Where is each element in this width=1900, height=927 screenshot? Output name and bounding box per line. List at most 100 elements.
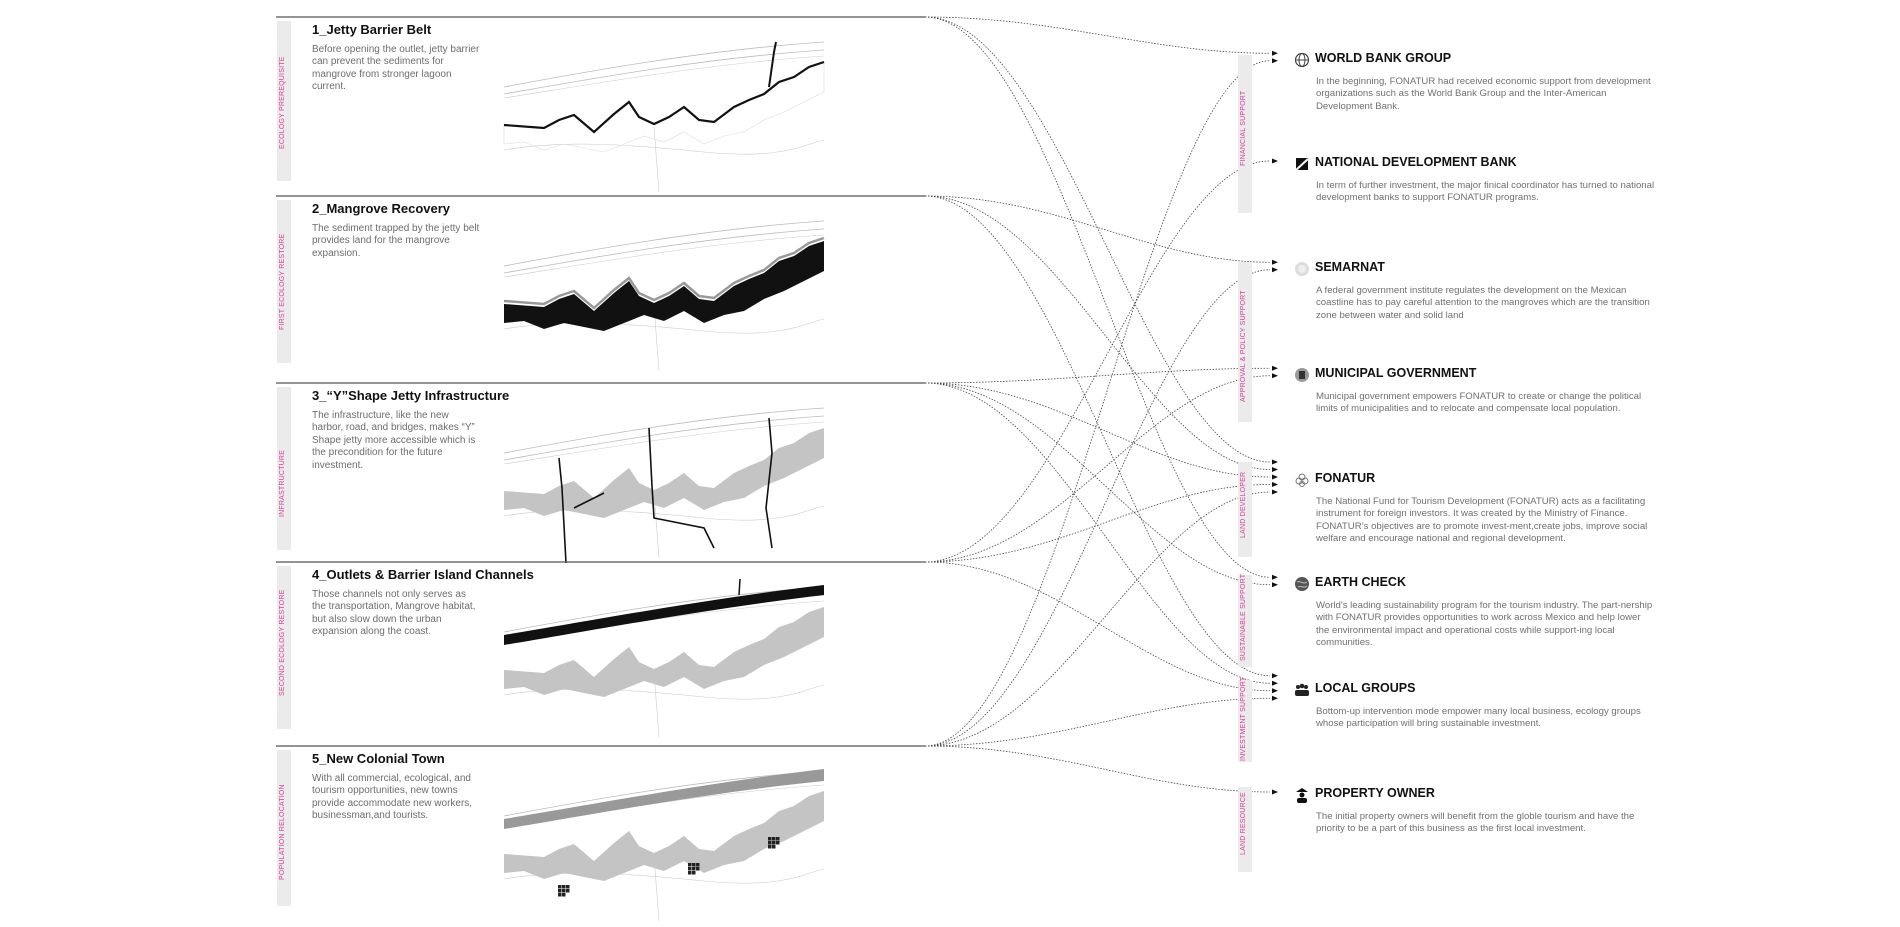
section-title: 5_New Colonial Town [312, 751, 445, 766]
new-town-block [692, 871, 696, 875]
support-category-bar: LAND RESOURCE [1238, 787, 1252, 872]
entity-description: The National Fund for Tourism Developmen… [1316, 496, 1648, 545]
barrier-island-line [503, 407, 825, 454]
crest-icon [1295, 368, 1309, 382]
support-category-label: SUSTAINABLE SUPPORT [1240, 573, 1247, 661]
new-town-block [772, 845, 776, 849]
barrier-island-line [503, 421, 825, 465]
new-town-block [776, 841, 780, 845]
arrowhead-icon [1272, 267, 1278, 273]
mangrove-area [504, 241, 824, 331]
connection-line [924, 382, 1271, 684]
new-town-block [558, 893, 562, 897]
support-category-bar: APPROVAL & POLICY SUPPORT [1238, 262, 1252, 422]
connection-line [924, 195, 1271, 470]
new-town-block [768, 837, 772, 841]
road-infrastructure [573, 492, 605, 509]
seal-icon [1295, 262, 1309, 276]
barrier-island-channel [504, 585, 824, 645]
section-title: 4_Outlets & Barrier Island Channels [312, 567, 534, 582]
mangrove-outline [503, 61, 825, 153]
barrier-island-line [503, 770, 825, 817]
arrowhead-icon [1272, 373, 1278, 379]
new-town-block [696, 863, 700, 867]
section-category-label: FIRST ECOLOGY RESTORE [279, 233, 286, 330]
arrowhead-icon [1272, 688, 1278, 694]
section-category-label: SECOND ECOLOGY RESTORE [279, 589, 286, 696]
support-category-label: LAND DEVELOPER [1240, 471, 1247, 538]
arrowhead-icon [1272, 789, 1278, 795]
support-category-bar: INVESTMENT SUPPORT [1238, 677, 1252, 762]
support-category-bar: FINANCIAL SUPPORT [1238, 55, 1252, 213]
new-town-block [562, 885, 566, 889]
new-town-block [566, 889, 570, 893]
jetty-barrier [503, 60, 825, 134]
new-town-block [566, 885, 570, 889]
section-category-bar: SECOND ECOLOGY RESTORE [277, 566, 291, 729]
entity-description: In term of further investment, the major… [1316, 180, 1655, 204]
urban-strip [504, 769, 824, 829]
section-description: Those channels not only serves as the tr… [312, 589, 476, 638]
section-category-bar: INFRASTRUCTURE [277, 387, 291, 550]
barrier-island-line [503, 220, 825, 267]
support-category-bar: SUSTAINABLE SUPPORT [1238, 573, 1252, 667]
connection-line [924, 697, 1271, 747]
connection-line [924, 745, 1271, 793]
section-description: The sediment trapped by the jetty belt p… [312, 223, 480, 259]
connection-line [924, 382, 1271, 586]
barrier-island-line [503, 586, 825, 633]
barrier-island-line [503, 234, 825, 278]
support-category-label: FINANCIAL SUPPORT [1240, 90, 1247, 166]
globe-icon [1294, 52, 1310, 68]
road-infrastructure [558, 457, 567, 564]
people-group-icon [1295, 683, 1309, 696]
section-category-label: POPULATION RELOCATION [279, 783, 286, 880]
connection-line [924, 375, 1271, 563]
entity-description: In the beginning, FONATUR had received e… [1316, 76, 1651, 112]
connection-line [924, 16, 1271, 578]
section-category-bar: FIRST ECOLOGY RESTORE [277, 200, 291, 363]
arrowhead-icon [1272, 680, 1278, 686]
arrowhead-icon [1272, 58, 1278, 64]
sediment-line [503, 236, 825, 310]
arrowhead-icon [1272, 582, 1278, 588]
support-category-bar: LAND DEVELOPER [1238, 462, 1252, 557]
site-map-4 [503, 578, 825, 738]
bank-logo-icon [1295, 158, 1309, 171]
arrowhead-icon [1272, 365, 1278, 371]
entity-title: SEMARNAT [1315, 260, 1385, 274]
new-town-block [696, 867, 700, 871]
earth-icon [1295, 577, 1309, 591]
section-description: Before opening the outlet, jetty barrier… [312, 44, 480, 93]
flower-icon [1295, 473, 1309, 487]
road-line [653, 126, 660, 193]
new-town-block [562, 893, 566, 897]
new-town-block [692, 867, 696, 871]
section-title: 1_Jetty Barrier Belt [312, 22, 432, 37]
connection-line [924, 160, 1271, 563]
connection-line [924, 195, 1271, 677]
entity-description: Municipal government empowers FONATUR to… [1316, 391, 1642, 415]
connection-line [924, 367, 1271, 384]
site-map-5 [503, 769, 825, 922]
connection-line [924, 491, 1271, 747]
support-category-label: LAND RESOURCE [1240, 791, 1247, 855]
connection-line [924, 484, 1271, 563]
section-category-bar: POPULATION RELOCATION [277, 750, 291, 906]
new-town-block [688, 871, 692, 875]
road-infrastructure [648, 427, 715, 549]
new-town-block [772, 837, 776, 841]
support-category-label: APPROVAL & POLICY SUPPORT [1240, 290, 1247, 402]
arrowhead-icon [1272, 482, 1278, 487]
connection-line [924, 561, 1271, 692]
section-category-label: INFRASTRUCTURE [279, 449, 286, 517]
connection-line [924, 16, 1271, 54]
site-map-1 [503, 41, 825, 193]
section-description: The infrastructure, like the new harbor,… [312, 410, 476, 471]
new-town-block [688, 863, 692, 867]
site-map-3 [503, 407, 825, 564]
barrier-island-line [503, 49, 825, 95]
connection-line [924, 269, 1271, 747]
connection-line [924, 16, 1271, 463]
